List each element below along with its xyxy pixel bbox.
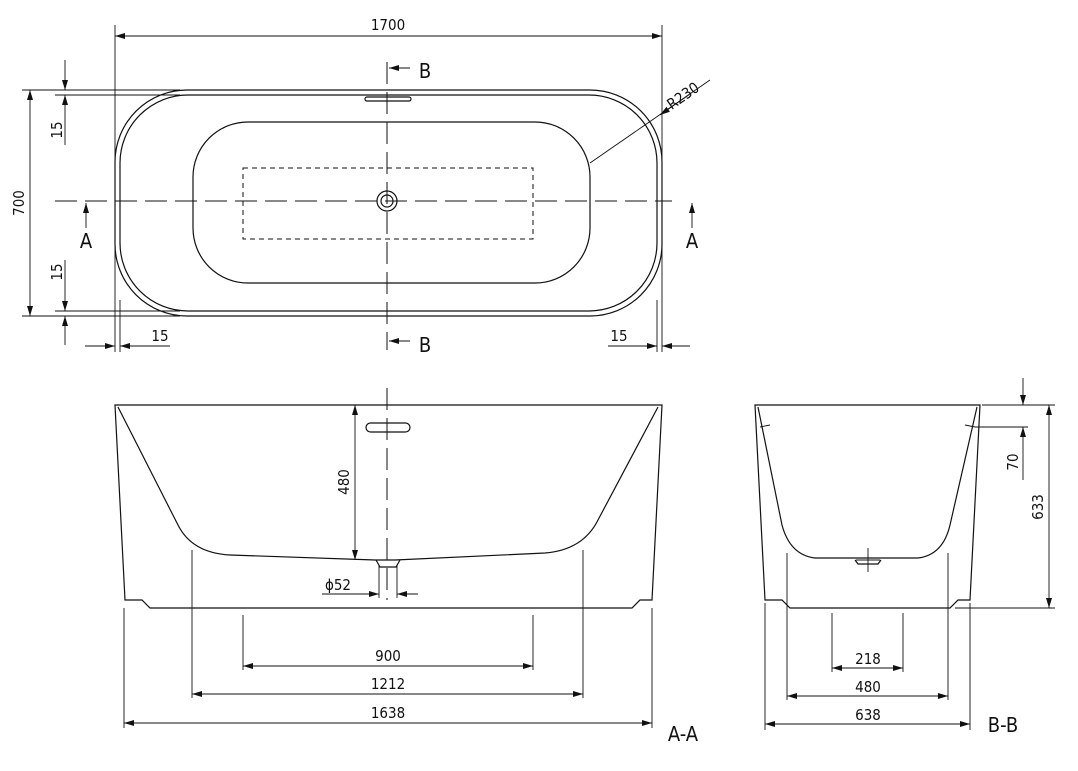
bb-outer-shell <box>754 404 981 609</box>
dim-rim-bottom: 15 <box>48 263 66 280</box>
aa-overflow-slot <box>365 422 411 433</box>
dim-foot-outer-bb: 480 <box>855 678 881 696</box>
dim-foot-inner-bb: 218 <box>855 650 881 668</box>
dim-foot-outer-aa: 1212 <box>371 675 405 693</box>
dim-length: 1700 <box>371 16 405 34</box>
dim-height: 633 <box>1029 494 1047 520</box>
dim-rim-top: 15 <box>48 121 66 138</box>
dim-width: 700 <box>10 190 28 216</box>
top-view: 1700 700 15 15 15 15 R230 A A B B <box>10 16 711 357</box>
dim-foot-inner-aa: 900 <box>375 647 401 665</box>
aa-outer-shell <box>114 404 663 609</box>
section-b-top: B <box>419 59 431 83</box>
aa-drain <box>375 559 401 568</box>
section-aa-view: 480 ϕ52 900 1212 1638 A-A <box>114 388 699 746</box>
aa-basin-profile <box>117 406 659 561</box>
hidden-base-outline <box>242 167 534 240</box>
overflow-slot <box>364 96 412 102</box>
dim-base-length: 1638 <box>371 704 405 722</box>
dim-drain-diameter: ϕ52 <box>325 576 351 594</box>
tub-outer-outline <box>114 89 663 317</box>
dim-rim-right: 15 <box>610 327 627 345</box>
section-bb-view: 70 633 218 480 638 B-B <box>754 378 1055 737</box>
section-aa-label: A-A <box>668 722 699 746</box>
dim-overflow-offset: 70 <box>1004 453 1022 470</box>
section-b-bottom: B <box>419 333 431 357</box>
section-bb-label: B-B <box>988 713 1018 737</box>
basin-outline <box>192 121 591 284</box>
dim-radius: R230 <box>664 78 703 113</box>
dim-depth: 480 <box>335 469 353 495</box>
tub-rim-inner-line <box>119 94 658 312</box>
dim-base-width: 638 <box>855 706 881 724</box>
section-a-left: A <box>80 229 93 253</box>
dim-rim-left: 15 <box>151 327 168 345</box>
section-a-right: A <box>686 229 699 253</box>
bb-basin-profile <box>757 406 978 559</box>
radius-leader <box>589 79 711 164</box>
